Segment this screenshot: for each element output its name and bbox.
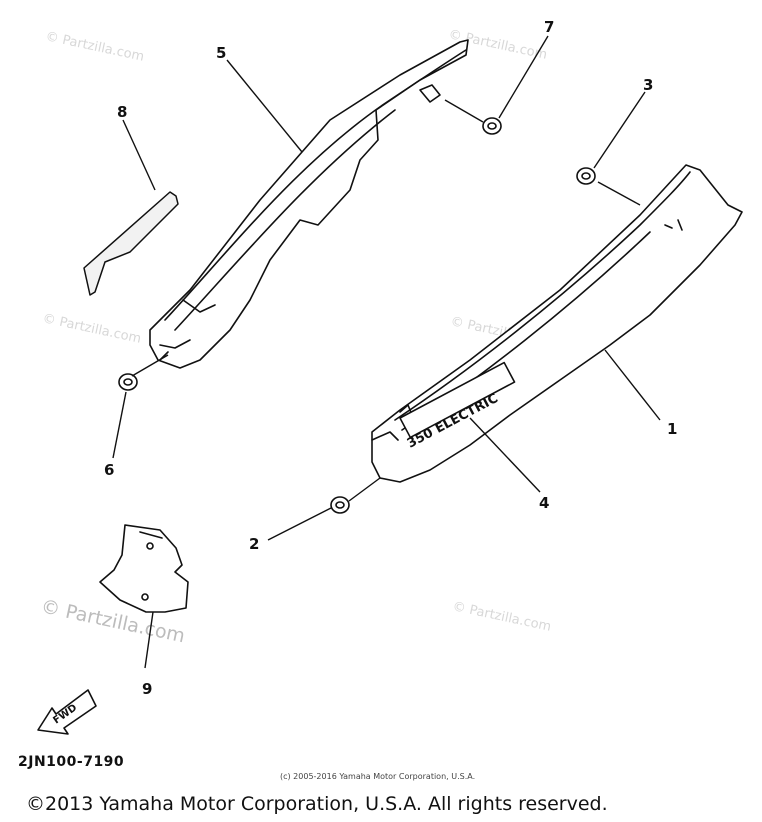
copyright-notice: ©2013 Yamaha Motor Corporation, U.S.A. A… xyxy=(26,793,608,815)
fine-copyright: (c) 2005-2016 Yamaha Motor Corporation, … xyxy=(280,772,475,781)
watermark: © Partzilla.com xyxy=(44,29,145,65)
callouts: 1 2 3 4 5 6 7 8 9 xyxy=(104,18,677,698)
forward-arrow-icon: FWD xyxy=(37,689,97,735)
callout-5: 5 xyxy=(216,44,226,62)
callout-4: 4 xyxy=(539,494,549,512)
callout-1: 1 xyxy=(667,420,677,438)
callout-8: 8 xyxy=(117,103,127,121)
sticker xyxy=(83,191,179,296)
callout-3: 3 xyxy=(643,76,653,94)
leader-lines xyxy=(112,35,661,669)
grommet-3 xyxy=(576,167,596,185)
callout-7: 7 xyxy=(544,18,554,36)
callout-6: 6 xyxy=(104,461,114,479)
grommet-6 xyxy=(118,373,138,391)
callout-2: 2 xyxy=(249,535,259,553)
watermarks: © Partzilla.com © Partzilla.com © Partzi… xyxy=(39,27,552,647)
grommet-7 xyxy=(482,117,502,135)
grommet-2 xyxy=(330,496,350,514)
callout-9: 9 xyxy=(142,680,152,698)
side-cover-upper xyxy=(149,39,469,369)
watermark: © Partzilla.com xyxy=(41,311,142,347)
bracket xyxy=(99,524,189,613)
watermark: © Partzilla.com xyxy=(451,599,552,635)
drawing-code: 2JN100-7190 xyxy=(18,754,124,770)
